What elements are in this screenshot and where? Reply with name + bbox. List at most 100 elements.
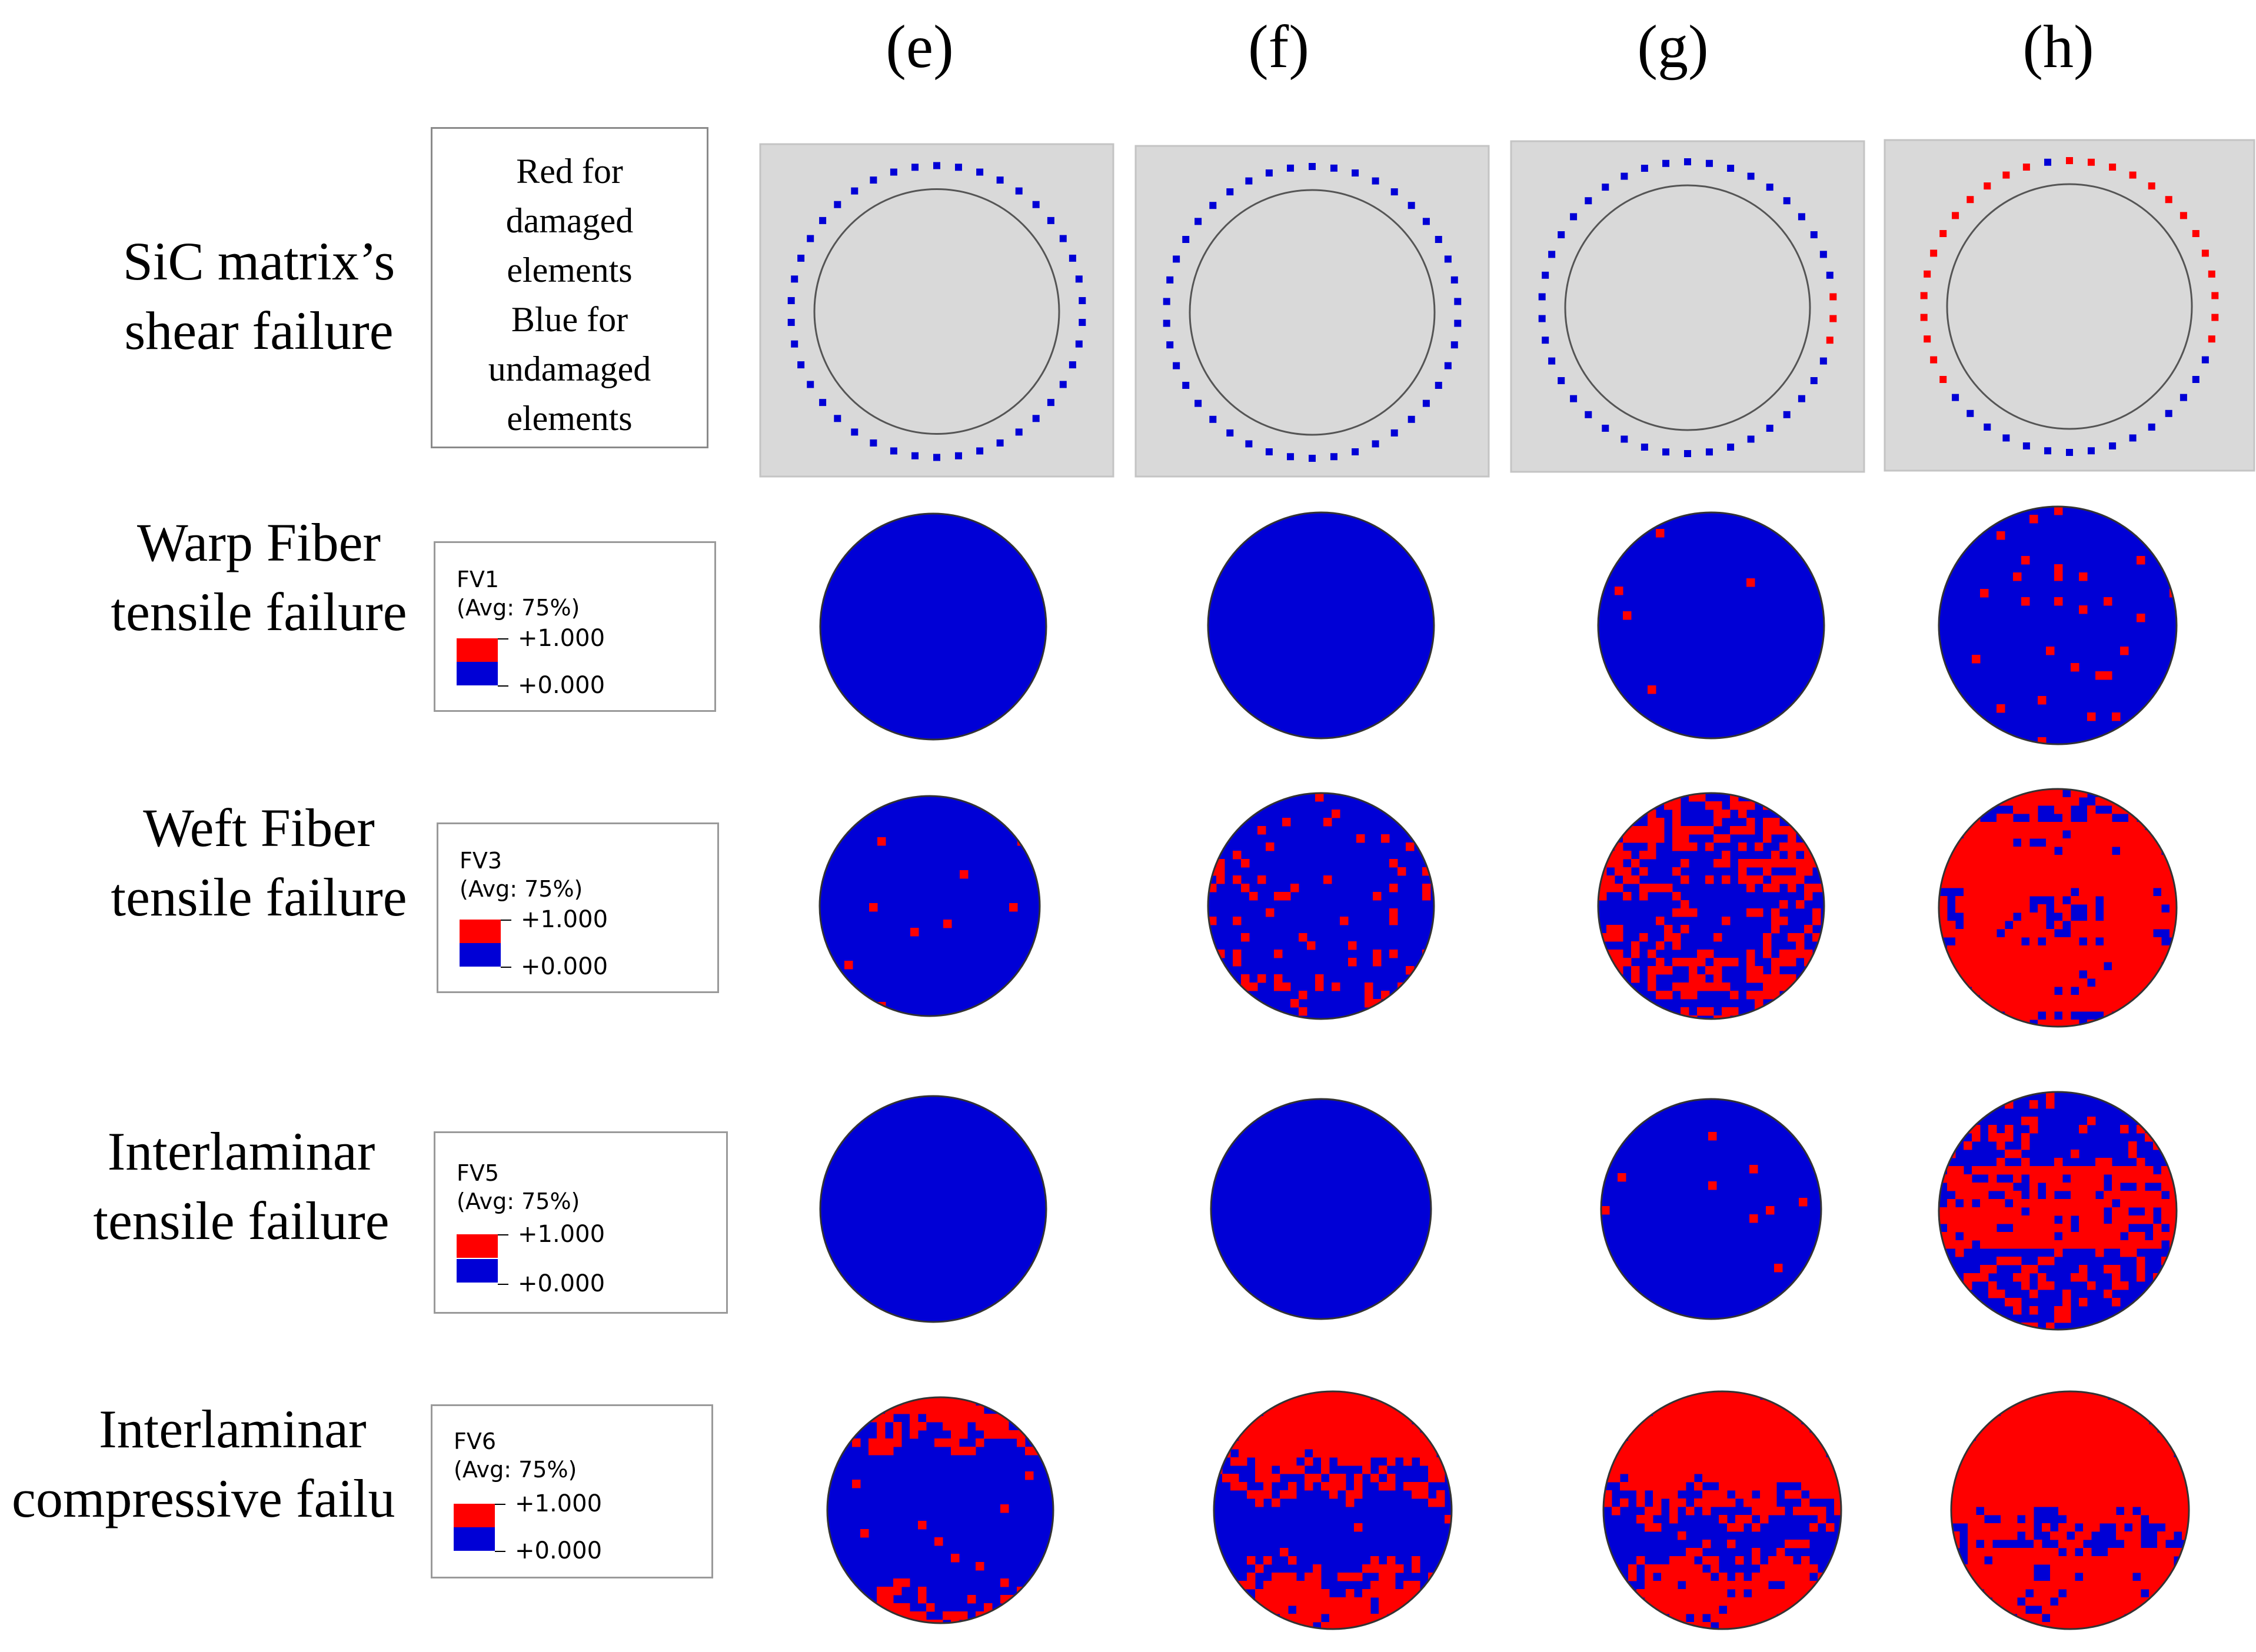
damaged-element — [1976, 1515, 1985, 1524]
damaged-element — [2124, 1515, 2133, 1524]
damaged-element — [2104, 945, 2112, 954]
damaged-element — [2124, 1540, 2133, 1548]
damaged-element — [852, 1480, 861, 1488]
row-label-line: tensile failure — [93, 1191, 390, 1251]
damaged-element — [1964, 1141, 1972, 1150]
damaged-element — [885, 1414, 894, 1423]
damaged-element — [1370, 1424, 1379, 1433]
matrix-element — [2066, 157, 2073, 164]
damaged-element — [1395, 1416, 1404, 1425]
damaged-element — [2042, 1556, 2051, 1565]
damaged-element — [1768, 1449, 1777, 1458]
damaged-element — [1395, 1441, 1404, 1450]
matrix-element — [834, 201, 841, 208]
interlaminar_tensile-panel-f — [1210, 1098, 1432, 1320]
damaged-element — [1809, 1482, 1818, 1491]
damaged-element — [1968, 1466, 1977, 1474]
damaged-element — [1362, 1400, 1371, 1408]
matrix-element — [1032, 201, 1040, 208]
damaged-element — [1713, 810, 1722, 818]
damaged-element — [2042, 1482, 2051, 1491]
damaged-element — [1972, 896, 1981, 905]
matrix-element — [1182, 236, 1190, 243]
damaged-element — [1959, 1466, 1968, 1474]
damaged-element — [1727, 1606, 1736, 1614]
damaged-element — [2095, 838, 2104, 847]
damaged-element — [1697, 982, 1706, 991]
matrix-element — [2148, 182, 2155, 190]
legend-swatch-damaged — [457, 1234, 498, 1258]
damaged-element — [1678, 1606, 1686, 1614]
damaged-element — [2029, 814, 2038, 822]
damaged-element — [1735, 1400, 1744, 1408]
damaged-element — [1955, 863, 1964, 872]
damaged-element — [1727, 1408, 1736, 1417]
damaged-element — [2120, 921, 2129, 930]
damaged-element — [1964, 1199, 1972, 1208]
matrix-element — [1079, 297, 1086, 304]
damaged-element — [1631, 875, 1640, 884]
damaged-element — [1711, 1416, 1719, 1425]
damaged-element — [2025, 1424, 2034, 1433]
matrix-element — [870, 439, 877, 447]
damaged-element — [1735, 1424, 1744, 1433]
damaged-element — [1395, 1564, 1404, 1573]
damaged-element — [2141, 1573, 2149, 1581]
damaged-element — [2050, 1531, 2059, 1540]
damaged-element — [1233, 958, 1242, 967]
damaged-element — [2021, 904, 2030, 913]
damaged-element — [1968, 1449, 1977, 1458]
damaged-element — [2013, 863, 2022, 872]
note-line: Red for — [516, 152, 623, 191]
damaged-element — [2145, 1215, 2154, 1224]
damaged-element — [2038, 1174, 2047, 1183]
damaged-element — [2046, 945, 2055, 954]
damaged-element — [1752, 1424, 1761, 1433]
damaged-element — [1968, 1548, 1977, 1557]
damaged-element — [1313, 1449, 1322, 1458]
damaged-element — [2137, 937, 2145, 946]
damaged-element — [2021, 1003, 2030, 1012]
damaged-element — [1329, 1400, 1338, 1408]
damaged-element — [1719, 1597, 1728, 1606]
damaged-element — [1793, 1589, 1802, 1598]
damaged-element — [2153, 945, 2162, 954]
damaged-element — [1672, 842, 1681, 851]
damaged-element — [2005, 904, 2014, 913]
matrix-element — [1766, 424, 1773, 432]
damaged-element — [943, 1414, 951, 1423]
damaged-element — [2174, 1482, 2182, 1491]
legend-max-value: +1.000 — [518, 1221, 605, 1248]
damaged-element — [2087, 880, 2096, 888]
damaged-element — [2083, 1507, 2092, 1516]
damaged-element — [2038, 970, 2047, 979]
damaged-element — [2112, 863, 2121, 872]
damaged-element — [2108, 1589, 2117, 1598]
damaged-element — [2009, 1515, 2018, 1524]
matrix-element — [1166, 341, 1174, 349]
matrix-element — [954, 164, 962, 171]
damaged-element — [1678, 1573, 1686, 1581]
damaged-element — [951, 1430, 960, 1439]
damaged-element — [2108, 1457, 2117, 1466]
matrix-element — [1173, 362, 1180, 369]
damaged-element — [2137, 830, 2145, 839]
damaged-element — [1984, 1449, 1993, 1458]
damaged-element — [1711, 1457, 1719, 1466]
matrix-element — [1372, 177, 1379, 185]
damaged-element — [1669, 1466, 1678, 1474]
damaged-element — [1678, 1441, 1686, 1450]
damaged-element — [1801, 1433, 1810, 1441]
damaged-element — [1743, 1400, 1752, 1408]
damaged-element — [2029, 1011, 2038, 1020]
damaged-element — [2021, 1215, 2030, 1224]
damaged-element — [1779, 900, 1788, 909]
damaged-element — [1233, 917, 1242, 925]
matrix-element — [2044, 447, 2052, 455]
damaged-element — [1601, 1206, 1610, 1215]
damaged-element — [1980, 896, 1989, 905]
damaged-element — [1964, 1232, 1972, 1241]
damaged-element — [2067, 1622, 2075, 1629]
damaged-element — [1972, 1215, 1981, 1224]
damaged-element — [1615, 867, 1623, 876]
